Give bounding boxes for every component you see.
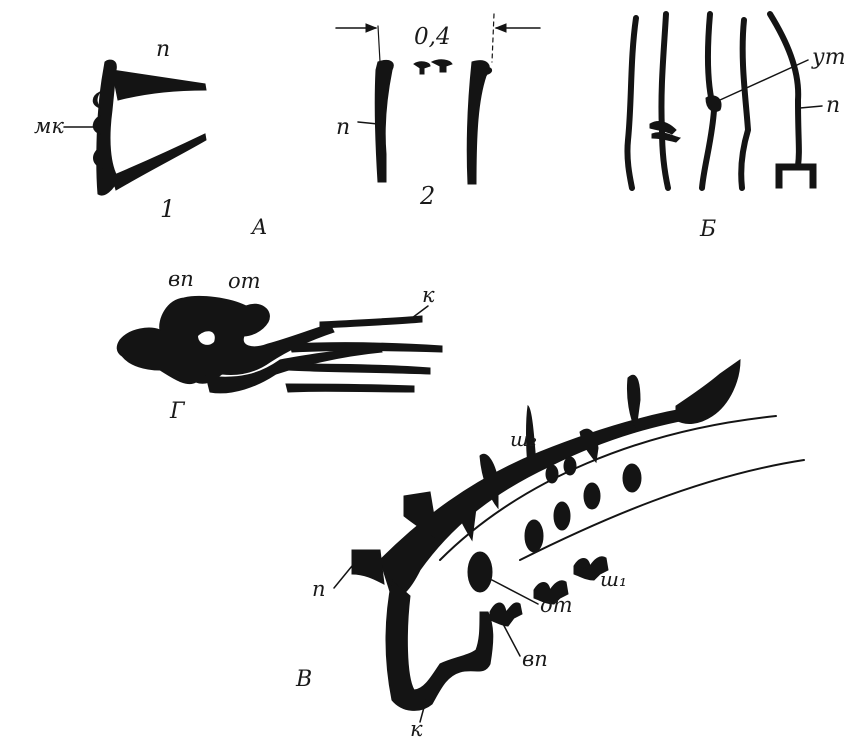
panel-a-sub1-number: 1 (160, 195, 175, 223)
panel-v-label: В (295, 667, 312, 692)
panel-a-sub2-label-p: п (336, 115, 350, 140)
panel-v-label-sh1: ш₁ (600, 567, 627, 591)
panel-a-sub2-drawing (375, 60, 491, 184)
panel-v-label-p: п (312, 577, 326, 601)
panel-g-label-ot: от (228, 269, 261, 293)
panel-a-sub1-drawing (93, 60, 206, 195)
panel-b-drawing (627, 14, 816, 188)
dimension-arrowhead-right (496, 24, 506, 32)
panel-v-label-ot: от (540, 593, 573, 617)
panel-v-label-vp: вп (522, 647, 548, 671)
panel-g-label: Г (169, 399, 186, 424)
panel-v-leader-ot (492, 580, 538, 604)
panel-b-label-ut: ут (811, 45, 846, 70)
panel-g-drawing (117, 296, 442, 392)
panel-v-drawing (352, 360, 804, 710)
dimension-extension-left (378, 26, 380, 62)
panel-g-label-k: к (422, 283, 435, 307)
panel-a-sub2-number: 2 (419, 182, 435, 210)
panel-a-sub2-dimension: 0,4 (414, 24, 451, 50)
panel-v-leader-p (334, 566, 352, 588)
panel-v-leader-vp (502, 622, 520, 656)
panel-b-label: Б (699, 217, 716, 242)
panel-b-leader-p (800, 106, 822, 108)
dimension-arrowhead-left (366, 24, 376, 32)
dimension-extension-right (492, 14, 494, 62)
panel-a-label: A (250, 215, 267, 239)
panel-a-sub1-label-p: п (156, 37, 170, 62)
panel-b-label-p: п (826, 93, 840, 118)
panel-g-label-vp: вп (168, 267, 194, 291)
panel-a-sub1-label-mk: мк (34, 114, 64, 138)
panel-v-label-sh2: ш₂ (510, 427, 537, 451)
